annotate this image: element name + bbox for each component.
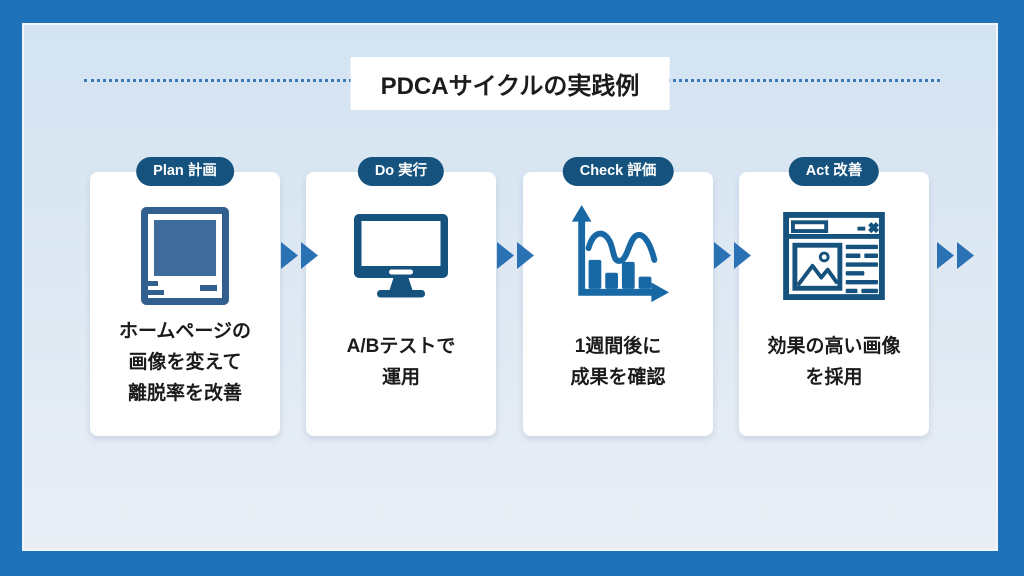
monitor-icon [306,198,496,314]
page-title: PDCAサイクルの実践例 [380,73,640,100]
chart-icon [523,198,713,314]
title-box: PDCAサイクルの実践例 [350,57,670,110]
text-line: を採用 [805,367,863,388]
text-line: 離脱率を改善 [127,382,242,404]
text-line: 運用 [381,367,420,388]
text-line: 成果を確認 [570,367,666,388]
card-plan: Plan 計画 ホームページの 画像を変えて 離脱率を改善 [90,157,280,436]
card-act-text: 効果の高い画像 を採用 [739,314,929,410]
card-check-text: 1週間後に 成果を確認 [523,314,713,410]
text-line: ホームページの [118,320,252,342]
text-line: 画像を変えて [128,351,242,373]
text-line: 効果の高い画像 [767,336,901,357]
double-arrow-icon [937,242,975,269]
browser-icon [739,198,929,314]
card-do-text: A/Bテストで 運用 [306,314,496,410]
content-panel: PDCAサイクルの実践例 Plan 計画 ホームページの 画像を変えて 離脱率を… [22,23,998,551]
badge-check: Check 評価 [562,157,674,186]
double-arrow-icon [497,242,535,269]
badge-do: Do 実行 [357,157,445,186]
card-check: Check 評価 1週間後に 成果を確認 [523,157,713,436]
text-line: A/Bテストで [346,336,456,357]
badge-plan: Plan 計画 [136,157,234,186]
card-plan-text: ホームページの 画像を変えて 離脱率を改善 [90,314,280,410]
photo-icon [90,198,280,314]
text-line: 1週間後に [574,336,662,357]
card-act: Act 改善 効果の高い画像 [739,157,929,436]
badge-act: Act 改善 [788,157,880,186]
double-arrow-icon [714,242,752,269]
double-arrow-icon [281,242,319,269]
card-do: Do 実行 A/Bテストで 運用 [306,157,496,436]
